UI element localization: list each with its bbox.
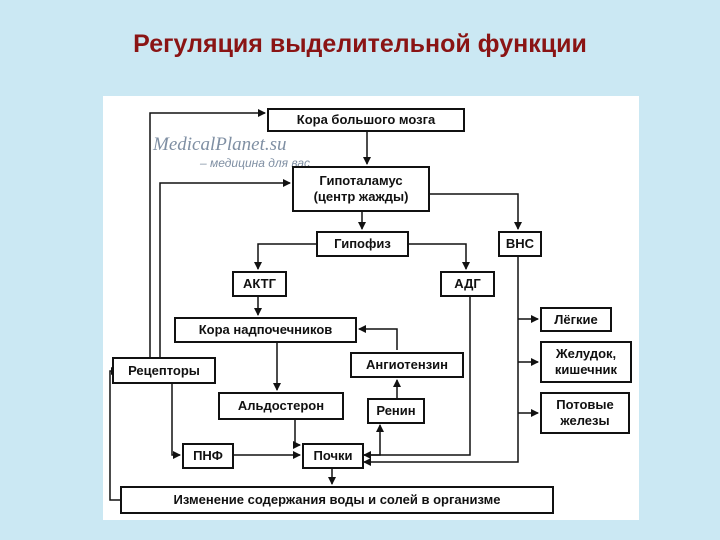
node-hypothalamus-line2: (центр жажды) — [313, 189, 409, 204]
node-sweat-glands-line1: Потовые — [556, 397, 614, 412]
node-gut-line2: кишечник — [554, 362, 618, 377]
node-adrenal-cortex: Кора надпочечников — [174, 317, 357, 343]
page-title: Регуляция выделительной функции — [133, 30, 587, 58]
node-gut-line1: Желудок, — [555, 346, 617, 361]
node-acth: АКТГ — [232, 271, 287, 297]
node-anf: ПНФ — [182, 443, 234, 469]
node-ans: ВНС — [498, 231, 542, 257]
node-cortex: Кора большого мозга — [267, 108, 465, 132]
node-pituitary: Гипофиз — [316, 231, 409, 257]
node-hypothalamus-line1: Гипоталамус — [319, 173, 403, 188]
node-aldosterone: Альдостерон — [218, 392, 344, 420]
node-angiotensin: Ангиотензин — [350, 352, 464, 378]
node-sweat-glands-line2: железы — [560, 413, 610, 428]
node-kidneys: Почки — [302, 443, 364, 469]
node-receptors: Рецепторы — [112, 357, 216, 384]
watermark-tagline: – медицина для вас — [200, 156, 311, 170]
node-sweat-glands: Потовые железы — [540, 392, 630, 434]
node-gut: Желудок, кишечник — [540, 341, 632, 383]
node-hypothalamus: Гипоталамус (центр жажды) — [292, 166, 430, 212]
node-lungs: Лёгкие — [540, 307, 612, 332]
watermark-site: MedicalPlanet.su — [153, 134, 287, 155]
node-adh: АДГ — [440, 271, 495, 297]
node-renin: Ренин — [367, 398, 425, 424]
node-water-salt-change: Изменение содержания воды и солей в орга… — [120, 486, 554, 514]
